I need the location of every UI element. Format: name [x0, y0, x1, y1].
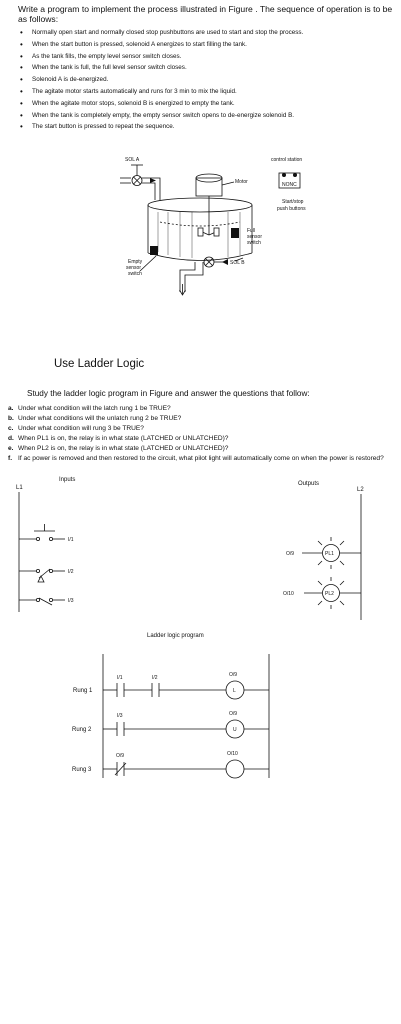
r3-output-label: O/10 — [227, 751, 238, 757]
empty-sensor-label-2: sensor — [126, 265, 141, 271]
output-9-label: O/9 — [286, 551, 294, 557]
list-item: As the tank fills, the empty level senso… — [18, 51, 398, 63]
inputs-label: Inputs — [59, 477, 75, 483]
tank-process-figure: SOL A Motor Full sensor switch Empty sen… — [120, 157, 306, 296]
list-item: When the start button is pressed, soleno… — [18, 39, 398, 51]
question-text: When PL1 is on, the relay is in what sta… — [18, 435, 229, 442]
full-sensor-switch — [231, 228, 239, 238]
empty-sensor-switch — [150, 246, 158, 255]
question-mark: f. — [8, 455, 13, 462]
list-item: Normally open start and normally closed … — [18, 27, 398, 39]
rung-1-label: Rung 1 — [73, 688, 93, 694]
list-item: When the tank is full, the full level se… — [18, 62, 398, 74]
r3-contact-1-label: O/9 — [116, 753, 124, 759]
empty-sensor-label-1: Empty — [128, 259, 143, 265]
rung-3-label: Rung 3 — [72, 767, 92, 773]
question-text: Under what condition will rung 3 be TRUE… — [18, 425, 144, 432]
r1-coil-latch: L — [233, 688, 236, 694]
question-item: f. If ac power is removed and then restor… — [8, 453, 398, 463]
question-text: Under what conditions will the unlatch r… — [18, 415, 182, 422]
question-mark: d. — [8, 435, 14, 442]
question-mark: b. — [8, 415, 14, 422]
start-stop-label-1: Start/stop — [282, 199, 304, 205]
question-text: When PL2 is on, the relay is in what sta… — [18, 445, 229, 452]
sol-a-label: SOL A — [125, 157, 140, 163]
full-sensor-label-3: switch — [247, 240, 261, 246]
question-item: a. Under what condition will the latch ru… — [8, 403, 398, 413]
ladder-program-title: Ladder logic program — [147, 633, 204, 639]
pl2-label: PL2 — [325, 591, 334, 597]
motor-label: Motor — [235, 179, 248, 185]
r1-contact-1-label: I/1 — [117, 675, 123, 681]
question-item: e. When PL2 is on, the relay is in what s… — [8, 443, 398, 453]
control-station-label: control station — [271, 157, 302, 163]
problem-intro: Write a program to implement the process… — [18, 4, 393, 24]
empty-sensor-label-3: switch — [128, 271, 142, 277]
nonc-label: NONC — [282, 182, 297, 188]
r2-contact-1-label: I/3 — [117, 713, 123, 719]
start-stop-label-2: push buttons — [277, 206, 306, 212]
list-item: The start button is pressed to repeat th… — [18, 121, 398, 133]
ladder-heading: Use Ladder Logic — [54, 358, 145, 370]
io-wiring-diagram: Inputs Outputs L1 L2 I/1 I/2 I/3 O/9 O/1… — [16, 477, 364, 620]
r1-output-label: O/9 — [229, 672, 237, 678]
question-mark: e. — [8, 445, 14, 452]
ladder-logic-program: Ladder logic program Rung 1 Rung 2 Rung … — [72, 633, 270, 779]
study-prompt: Study the ladder logic program in Figure… — [27, 389, 310, 398]
r2-output-label: O/9 — [229, 711, 237, 717]
l2-label: L2 — [357, 487, 364, 493]
rung-2-label: Rung 2 — [72, 727, 92, 733]
input-1-label: I/1 — [68, 537, 74, 543]
sequence-list: Normally open start and normally closed … — [18, 27, 398, 133]
question-mark: a. — [8, 405, 14, 412]
outputs-label: Outputs — [298, 481, 319, 487]
list-item: Solenoid A is de-energized. — [18, 74, 398, 86]
input-2-label: I/2 — [68, 569, 74, 575]
l1-label: L1 — [16, 485, 23, 491]
r1-contact-2-label: I/2 — [152, 675, 158, 681]
question-item: b. Under what conditions will the unlatch… — [8, 413, 398, 423]
list-item: When the agitate motor stops, solenoid B… — [18, 98, 398, 110]
question-item: d. When PL1 is on, the relay is in what s… — [8, 433, 398, 443]
question-mark: c. — [8, 425, 14, 432]
list-item: When the tank is completely empty, the e… — [18, 110, 398, 122]
pl1-label: PL1 — [325, 551, 334, 557]
input-3-label: I/3 — [68, 598, 74, 604]
start-button — [293, 173, 297, 177]
question-text: If ac power is removed and then restored… — [18, 455, 384, 462]
full-sensor-label-1: Full — [247, 228, 255, 234]
output-10-label: O/10 — [283, 591, 294, 597]
sol-b-label: SOL B — [230, 260, 245, 266]
question-list: a. Under what condition will the latch ru… — [8, 403, 398, 463]
r2-coil-unlatch: U — [233, 727, 237, 733]
stop-button — [282, 173, 286, 177]
question-text: Under what condition will the latch rung… — [18, 405, 171, 412]
question-item: c. Under what condition will rung 3 be TR… — [8, 423, 398, 433]
full-sensor-label-2: sensor — [247, 234, 262, 240]
list-item: The agitate motor starts automatically a… — [18, 86, 398, 98]
